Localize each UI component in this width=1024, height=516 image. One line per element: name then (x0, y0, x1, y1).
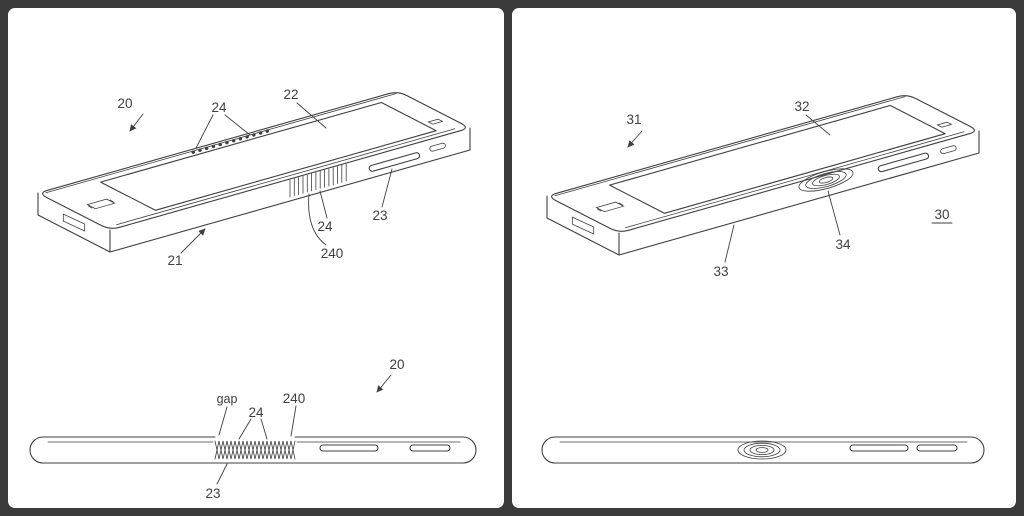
arrow-31 (627, 130, 643, 148)
leader-32 (805, 114, 831, 136)
speaker-hole-row (191, 128, 271, 154)
phone-perspective (546, 95, 980, 256)
left-figure-svg: 20 24 22 23 24 240 21 (29, 87, 477, 501)
arrow-sv-20 (376, 374, 392, 393)
side-view-slot-short (409, 444, 451, 452)
leader-22 (296, 102, 327, 129)
leader-24-top-a (195, 114, 214, 149)
side-view-labels: gap 24 240 20 23 (205, 357, 404, 501)
leader-24-side (319, 190, 328, 219)
perspective-leaders (129, 102, 393, 254)
phone-body-thickness (546, 130, 980, 256)
ref-label-23: 23 (372, 208, 387, 223)
perspective-leaders (627, 114, 953, 263)
side-button-small (940, 145, 957, 155)
coil-ring-4 (818, 176, 834, 184)
coil-ring-1 (737, 440, 787, 460)
leader-33 (724, 224, 735, 263)
leader-sv-240 (290, 405, 297, 437)
ref-label-sv-20: 20 (389, 357, 404, 372)
spring-zigzag-b (214, 440, 296, 460)
phone-side-view (29, 436, 477, 464)
leader-sv-24-a (238, 418, 252, 440)
spring-zigzag-a (214, 440, 296, 460)
ref-label-33: 33 (713, 264, 728, 279)
ref-label-sv-240: 240 (283, 391, 306, 406)
ref-label-31: 31 (626, 112, 641, 127)
menu-icon (88, 205, 93, 209)
casing-rim-far (554, 96, 906, 197)
home-button (86, 198, 116, 210)
ref-label-sv-24: 24 (248, 405, 264, 420)
ref-label-20: 20 (117, 96, 132, 111)
leader-24-top-b (224, 114, 251, 136)
coil-ring-1 (798, 168, 854, 192)
coil-ring-4 (755, 447, 769, 453)
end-port (571, 216, 595, 235)
ref-label-22: 22 (283, 87, 298, 102)
left-figure-panel: 20 24 22 23 24 240 21 (8, 8, 504, 508)
side-view-slot-short (916, 444, 958, 452)
leader-34 (827, 190, 841, 236)
side-view-slot-long (319, 444, 379, 452)
phone-side-view (541, 436, 985, 464)
side-button-slot (877, 152, 930, 173)
camera-lens (427, 118, 444, 125)
right-figure-panel: 31 32 30 34 33 (512, 8, 1016, 508)
perspective-labels: 31 32 30 34 33 (626, 99, 949, 279)
back-icon (109, 199, 114, 203)
ref-label-21: 21 (167, 253, 182, 268)
spring-contact-hatch (289, 163, 347, 198)
side-profile-outline (541, 436, 985, 464)
ref-label-24-side: 24 (317, 219, 333, 234)
leader-gap (218, 406, 228, 436)
arrow-21 (180, 228, 206, 254)
side-button-slot (368, 152, 421, 172)
right-figure-svg: 31 32 30 34 33 (541, 95, 985, 464)
phone-body-thickness (37, 127, 471, 253)
phone-screen (100, 101, 437, 211)
casing-rim-near (116, 128, 456, 226)
coil-ring-3 (812, 173, 840, 187)
leader-sv-23 (216, 463, 228, 485)
ref-label-34: 34 (835, 237, 851, 252)
phone-screen (609, 104, 946, 214)
menu-icon (597, 208, 602, 212)
side-button-small (429, 142, 446, 152)
end-port (62, 213, 86, 232)
phone-perspective (37, 92, 471, 253)
coil-ring-3 (749, 444, 775, 455)
arrow-20 (129, 113, 144, 132)
camera-lens (936, 121, 953, 128)
wireless-coil (798, 168, 854, 192)
casing-rim-near (625, 131, 965, 229)
wireless-coil-side (737, 440, 787, 460)
ref-label-240: 240 (321, 246, 344, 261)
ref-label-sv-23: 23 (205, 486, 220, 501)
coil-ring-2 (805, 171, 847, 189)
phone-top-face (551, 95, 975, 232)
figure-number-30: 30 (934, 207, 949, 222)
back-icon (618, 202, 623, 206)
ref-label-gap: gap (217, 392, 238, 406)
phone-top-face (42, 92, 466, 229)
coil-ring-2 (743, 442, 781, 458)
side-view-leaders (216, 374, 392, 485)
ref-label-24-top: 24 (211, 100, 227, 115)
leader-23 (381, 168, 393, 208)
perspective-labels: 20 24 22 23 24 240 21 (117, 87, 387, 268)
leader-sv-24-b (260, 418, 268, 440)
side-view-slot-long (849, 444, 909, 452)
home-button (595, 201, 625, 213)
leader-240 (308, 193, 327, 246)
ref-label-32: 32 (794, 99, 809, 114)
